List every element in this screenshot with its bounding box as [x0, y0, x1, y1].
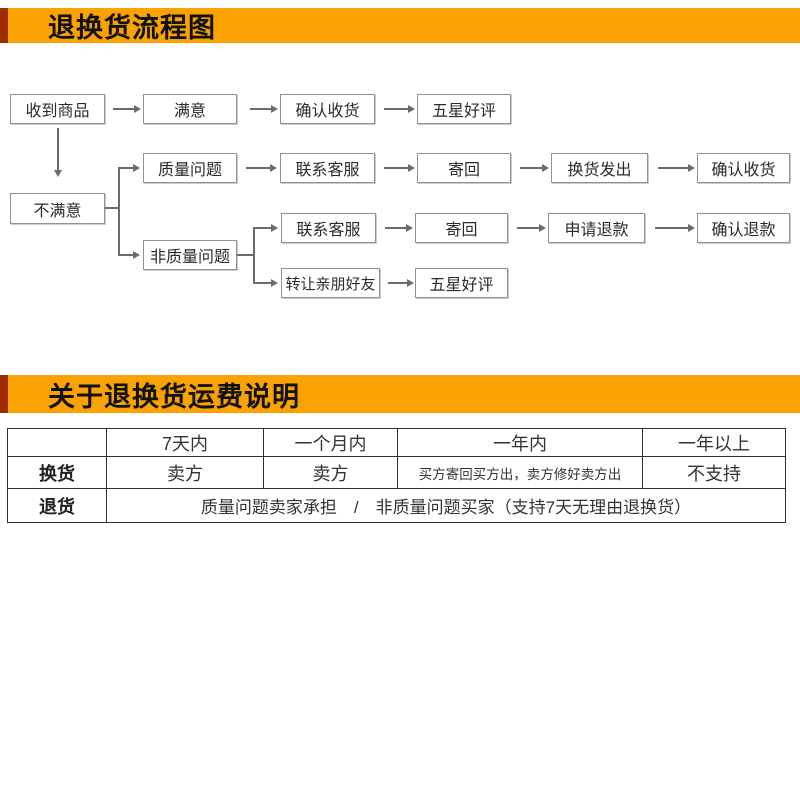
flow-box-five-star-2: 五星好评	[415, 268, 508, 298]
flow-box-quality-issue: 质量问题	[143, 153, 237, 183]
fee-table: 7天内 一个月内 一年内 一年以上 换货 卖方 卖方 买方寄回买方出，卖方修好卖…	[7, 428, 786, 523]
arrow-right-icon	[250, 105, 278, 113]
fee-table-header-over-a-year: 一年以上	[642, 428, 786, 457]
arrow-right-icon	[384, 164, 415, 172]
flow-box-non-quality-issue: 非质量问题	[143, 240, 237, 270]
fee-table-exchange-row: 换货 卖方 卖方 买方寄回买方出，卖方修好卖方出 不支持	[7, 456, 786, 489]
fee-table-header-one-year: 一年内	[397, 428, 643, 457]
fee-section-title: 关于退换货运费说明	[48, 381, 300, 412]
flow-box-receive: 收到商品	[10, 94, 105, 124]
arrow-right-icon	[388, 279, 414, 287]
connector-line	[118, 167, 120, 256]
return-policy-cell: 质量问题卖家承担 / 非质量问题买家（支持7天无理由退换货）	[106, 488, 786, 523]
arrow-right-icon	[517, 224, 546, 232]
arrow-right-icon	[658, 164, 695, 172]
flow-box-confirm-receipt-1: 确认收货	[280, 94, 375, 124]
flow-section-banner: 退换货流程图	[0, 8, 800, 43]
fee-table-return-row: 退货 质量问题卖家承担 / 非质量问题买家（支持7天无理由退换货）	[7, 488, 786, 523]
fee-table-header-7days: 7天内	[106, 428, 264, 457]
banner-accent-strip	[0, 8, 8, 43]
flow-box-apply-refund: 申请退款	[548, 213, 645, 243]
flow-box-unsatisfied: 不满意	[10, 193, 105, 224]
flow-box-exchange-sent: 换货发出	[551, 153, 648, 183]
fee-table-header-empty	[7, 428, 107, 457]
connector-line	[105, 207, 119, 209]
flow-section-title: 退换货流程图	[48, 13, 216, 43]
arrow-down-icon	[54, 128, 62, 177]
arrow-right-icon	[253, 279, 278, 287]
arrow-right-icon	[118, 164, 140, 172]
arrow-right-icon	[118, 251, 140, 259]
flow-box-contact-service-1: 联系客服	[280, 153, 375, 183]
exchange-one-month-cell: 卖方	[263, 456, 398, 489]
fee-section-banner: 关于退换货运费说明	[0, 375, 800, 413]
arrow-right-icon	[246, 164, 277, 172]
fee-table-header-one-month: 一个月内	[263, 428, 398, 457]
fee-table-header-row: 7天内 一个月内 一年内 一年以上	[7, 428, 786, 457]
arrow-right-icon	[520, 164, 549, 172]
flow-box-confirm-receipt-2: 确认收货	[697, 153, 790, 183]
exchange-one-year-cell: 买方寄回买方出，卖方修好卖方出	[397, 456, 643, 489]
banner-accent-strip	[0, 375, 8, 413]
arrow-right-icon	[113, 105, 141, 113]
arrow-right-icon	[385, 224, 413, 232]
flow-box-send-back-2: 寄回	[415, 213, 508, 243]
flow-box-transfer-friends: 转让亲朋好友	[281, 268, 380, 298]
flow-box-send-back-1: 寄回	[417, 153, 511, 183]
flow-box-contact-service-2: 联系客服	[281, 213, 376, 243]
connector-line	[237, 254, 254, 256]
exchange-over-a-year-cell: 不支持	[642, 456, 786, 489]
exchange-7days-cell: 卖方	[106, 456, 264, 489]
flow-box-five-star-1: 五星好评	[417, 94, 511, 124]
flow-box-confirm-refund: 确认退款	[697, 213, 790, 243]
arrow-right-icon	[384, 105, 415, 113]
arrow-right-icon	[655, 224, 695, 232]
flow-box-satisfied: 满意	[143, 94, 237, 124]
return-row-label: 退货	[7, 488, 107, 523]
arrow-right-icon	[253, 224, 278, 232]
connector-line	[253, 227, 255, 284]
exchange-row-label: 换货	[7, 456, 107, 489]
